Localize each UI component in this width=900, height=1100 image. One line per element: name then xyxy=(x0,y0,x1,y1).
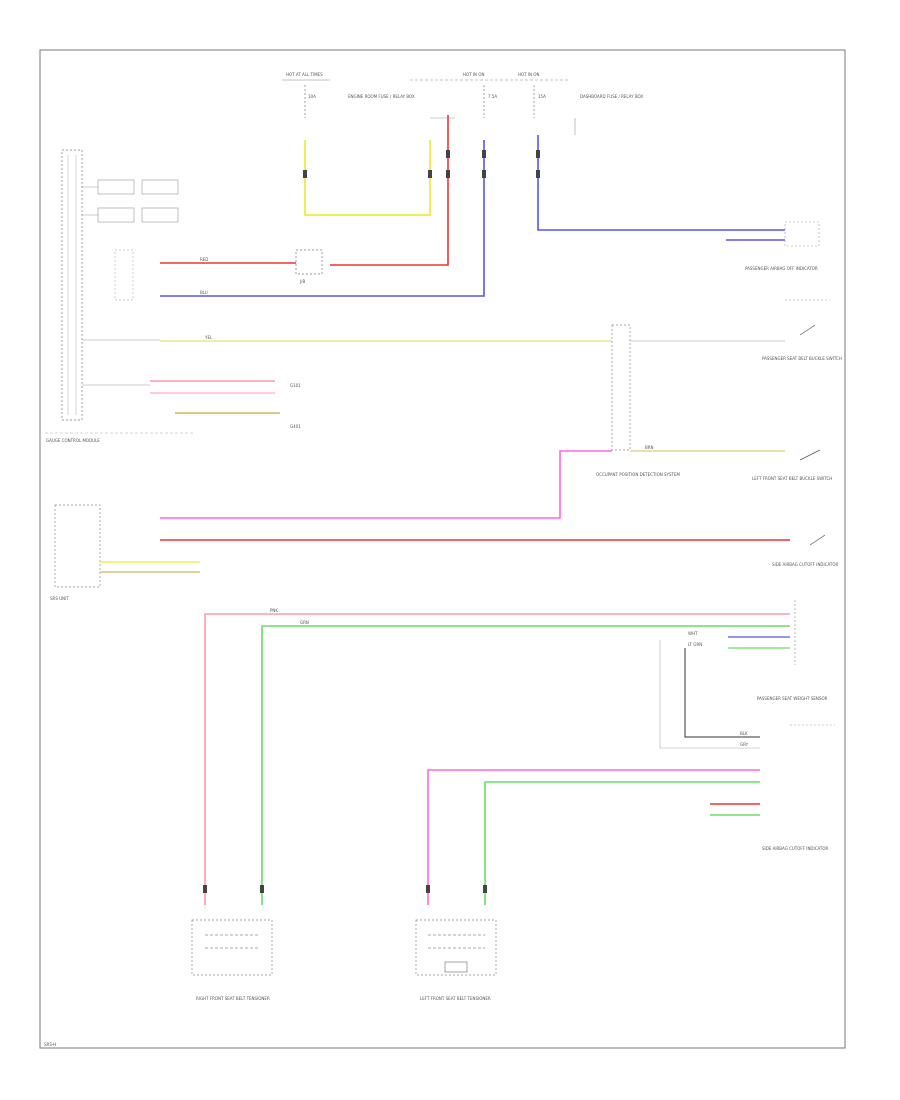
wire-label-gry: GRY xyxy=(740,742,749,747)
label-dash-fuse-box: DASHBOARD FUSE / RELAY BOX xyxy=(580,94,643,99)
side-airbag-indicator-label: SIDE AIRBAG CUTOFF INDICATOR xyxy=(772,562,839,567)
wire-label-blk: BLK xyxy=(740,731,748,736)
indicator-lamp-1 xyxy=(97,179,135,195)
wire-pink-occupant xyxy=(160,450,612,519)
right-front-seat-tensioner xyxy=(191,919,273,976)
wire-label-grn: GRN xyxy=(300,620,309,625)
indicator-lamp-3 xyxy=(97,207,135,223)
label-fuse-15a: 15A xyxy=(538,94,546,99)
wire-black-vertical xyxy=(684,648,760,738)
wire-yellow-top xyxy=(304,140,431,216)
ground-g1-label: G101 xyxy=(290,383,301,388)
wire-green-lower-right xyxy=(484,781,760,905)
belt-buckle-switch-label: PASSENGER SEAT BELT BUCKLE SWITCH xyxy=(762,356,842,361)
right-front-seat-tensioner-label: RIGHT FRONT SEAT BELT TENSIONER xyxy=(196,996,270,1001)
wire-red-top xyxy=(330,115,449,266)
wire-label-blu: BLU xyxy=(200,290,208,295)
label-fuse-7-5a: 7.5A xyxy=(488,94,497,99)
srs-unit xyxy=(54,504,101,588)
label-hot-in-on: HOT IN ON xyxy=(463,72,484,77)
label-fuse-10a: 10A xyxy=(308,94,316,99)
seat-weight-sensor-label: PASSENGER SEAT WEIGHT SENSOR xyxy=(757,696,828,701)
gauge-control-module-label: GAUGE CONTROL MODULE xyxy=(46,438,100,443)
wire-blue-right xyxy=(537,135,785,231)
wire-label-yel: YEL xyxy=(204,335,213,340)
relay-box xyxy=(295,249,323,275)
wire-label-wht: WHT xyxy=(688,631,698,636)
left-seat-switch-label: LEFT FRONT SEAT BELT BUCKLE SWITCH xyxy=(752,476,832,481)
srs-unit-label: SRS UNIT xyxy=(50,596,69,601)
wire-label-pnk: PNK xyxy=(270,608,278,613)
wire-blue-top xyxy=(160,140,485,297)
label-hot-at-all-times: HOT AT ALL TIMES xyxy=(286,72,323,77)
wire-pink-lower-right xyxy=(427,769,760,905)
ground-g2-label: G401 xyxy=(290,424,301,429)
occupant-sensor-label: OCCUPANT POSITION DETECTION SYSTEM xyxy=(596,472,680,477)
left-front-seat-tensioner xyxy=(415,919,497,976)
wire-green-lower xyxy=(261,625,790,905)
diagram-frame xyxy=(39,49,846,1049)
relay-box-label: J/B xyxy=(299,279,306,284)
wire-label-brn: BRN xyxy=(645,445,654,450)
gauge-control-module xyxy=(61,149,83,421)
passenger-indicator-label: PASSENGER AIRBAG OFF INDICATOR xyxy=(745,266,818,271)
label-engine-room-box: ENGINE ROOM FUSE / RELAY BOX xyxy=(348,94,415,99)
wire-salmon-lower xyxy=(204,613,790,905)
page-id: SRS-H xyxy=(44,1042,56,1047)
wire-label-red: RED xyxy=(200,257,208,262)
wire-label-lt-grn: LT GRN xyxy=(688,642,702,647)
passenger-airbag-indicator xyxy=(784,221,820,247)
indicator-lamp-2 xyxy=(141,179,179,195)
side-airbag-unit-label: SIDE AIRBAG CUTOFF INDICATOR xyxy=(762,846,829,851)
occupant-position-detection xyxy=(611,324,631,451)
left-front-seat-tensioner-label: LEFT FRONT SEAT BELT TENSIONER xyxy=(420,996,491,1001)
indicator-lamp-4 xyxy=(141,207,179,223)
label-hot-in-on-2: HOT IN ON xyxy=(518,72,539,77)
